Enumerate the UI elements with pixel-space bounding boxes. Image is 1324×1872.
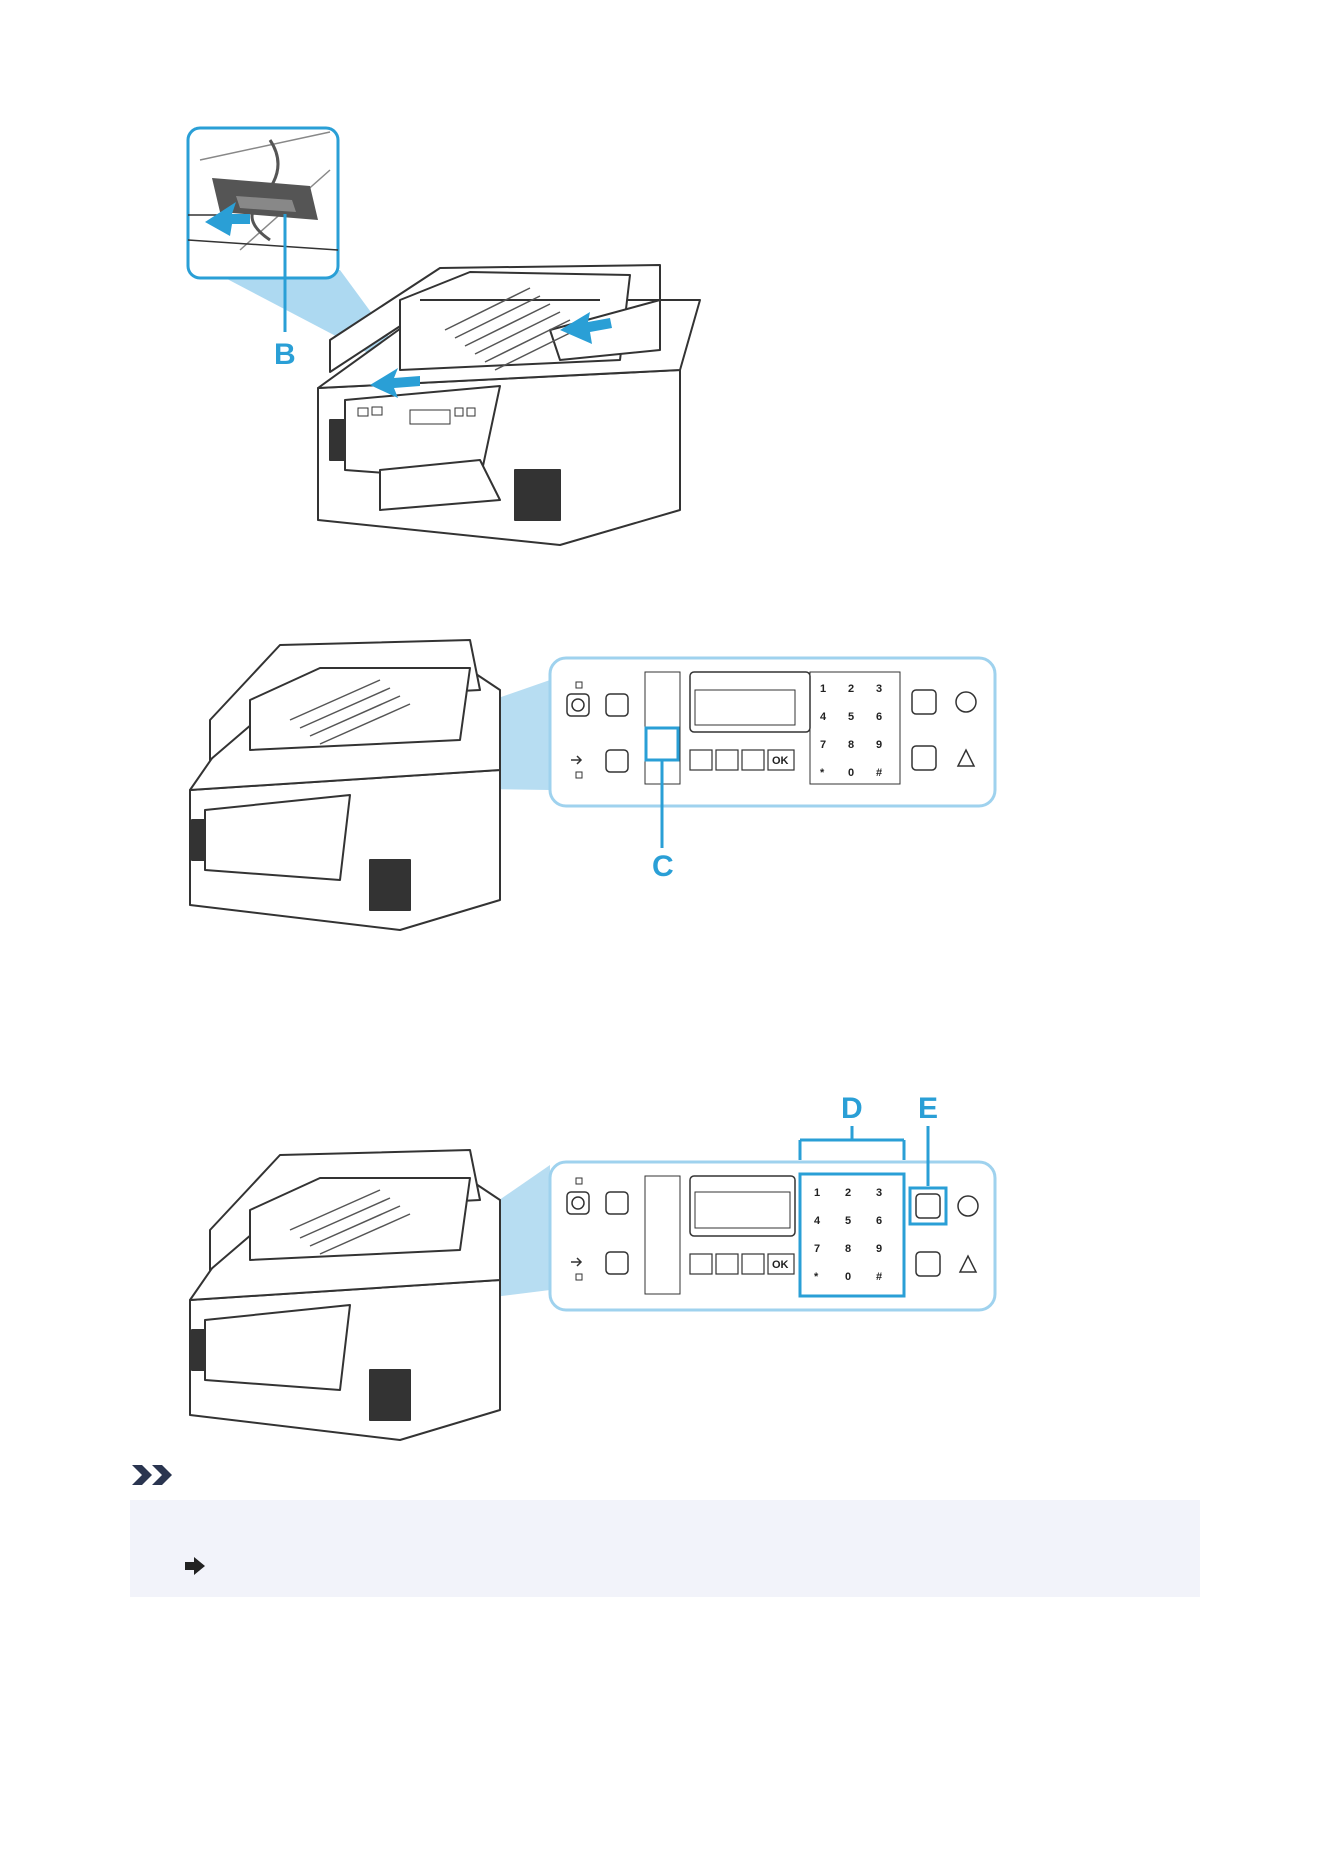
svg-text:*: * xyxy=(814,1271,819,1283)
arrow-right-icon xyxy=(185,1557,205,1575)
note-link-row xyxy=(185,1554,283,1578)
svg-text:2: 2 xyxy=(845,1187,851,1199)
note-icon xyxy=(130,1462,184,1488)
callout-d: D xyxy=(841,1092,863,1125)
svg-text:5: 5 xyxy=(845,1215,851,1227)
svg-text:6: 6 xyxy=(876,1215,882,1227)
ok-key-de: OK xyxy=(772,1259,789,1271)
svg-text:8: 8 xyxy=(845,1243,851,1255)
svg-text:#: # xyxy=(876,1271,882,1283)
figure-keypad-start: OK 1 2 3 4 5 6 7 8 9 * 0 # D E xyxy=(0,0,1324,1460)
printer-illustration-3 xyxy=(190,1150,500,1440)
svg-text:9: 9 xyxy=(876,1243,882,1255)
svg-text:4: 4 xyxy=(814,1215,821,1227)
svg-text:1: 1 xyxy=(814,1187,820,1199)
svg-text:3: 3 xyxy=(876,1187,882,1199)
callout-e: E xyxy=(918,1092,938,1125)
note-box xyxy=(130,1500,1200,1597)
svg-text:0: 0 xyxy=(845,1271,851,1283)
svg-text:7: 7 xyxy=(814,1243,820,1255)
